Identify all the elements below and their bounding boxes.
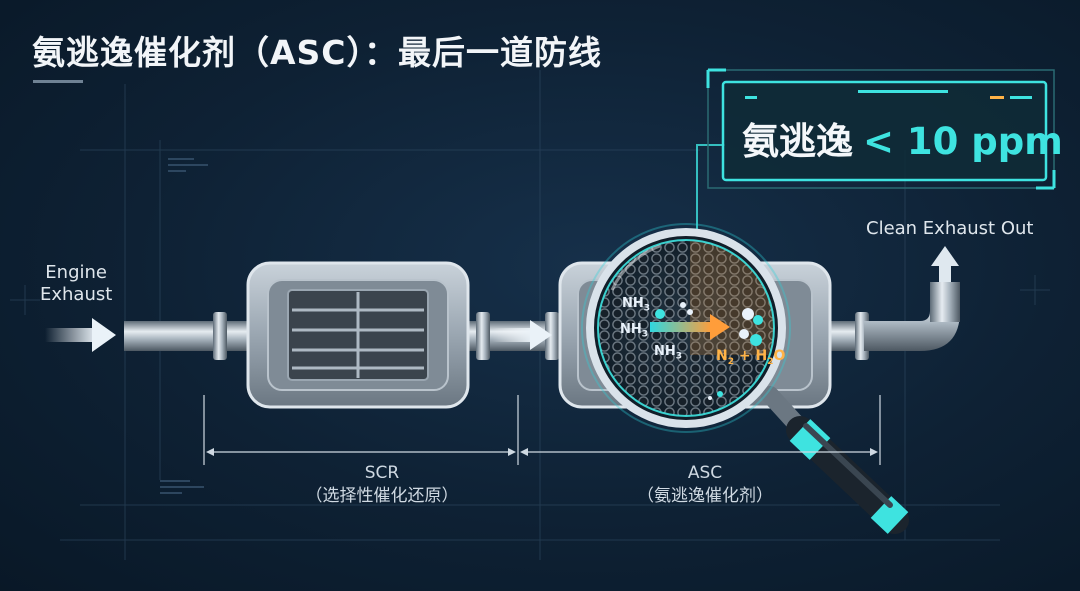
- engine-label-line2: Exhaust: [40, 284, 112, 306]
- scr-canister: [248, 263, 468, 407]
- clean-exhaust-label: Clean Exhaust Out: [866, 218, 1033, 239]
- scr-section-label: SCR （选择性催化还原）: [262, 462, 502, 508]
- asc-name: ASC: [620, 462, 790, 485]
- nh3-molecule-label-3: NH3: [654, 344, 682, 362]
- page-title: 氨逃逸催化剂（ASC）：最后一道防线: [32, 26, 602, 74]
- readout-label: 氨逃逸: [742, 120, 853, 163]
- engine-exhaust-label: Engine Exhaust: [40, 262, 112, 306]
- scr-desc: （选择性催化还原）: [262, 485, 502, 508]
- asc-section-label: ASC （氨逃逸催化剂）: [620, 462, 790, 508]
- reaction-product-label: N2 + H2O: [716, 348, 785, 367]
- nh3-molecule-label-1: NH3: [622, 296, 650, 314]
- nh3-molecule-label-2: NH3: [620, 322, 648, 340]
- title-underline: [33, 80, 83, 83]
- engine-label-line1: Engine: [40, 262, 112, 284]
- asc-desc: （氨逃逸催化剂）: [620, 485, 790, 508]
- inlet-flow-arrow: [45, 318, 116, 352]
- outlet-flow-arrow: [931, 246, 959, 282]
- readout-value: < 10 ppm: [863, 120, 1063, 163]
- ammonia-slip-readout: 氨逃逸< 10 ppm: [742, 111, 1063, 165]
- scr-name: SCR: [262, 462, 502, 485]
